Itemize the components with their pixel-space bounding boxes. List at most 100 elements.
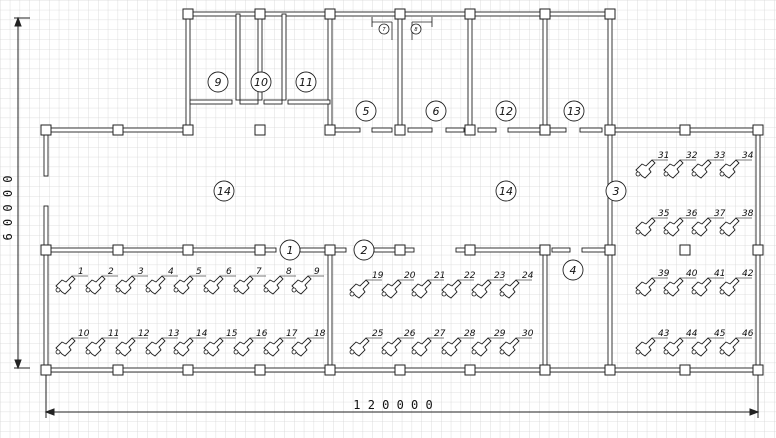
workstation-icon xyxy=(691,337,712,357)
room-marker xyxy=(563,100,585,122)
wall xyxy=(542,249,548,371)
column xyxy=(394,124,406,136)
workstation-label: 34 xyxy=(742,151,754,161)
dimension-lines xyxy=(14,16,760,418)
workstation-label: 26 xyxy=(404,329,416,339)
workstation-label: 46 xyxy=(742,329,754,339)
workstation-label: 22 xyxy=(464,271,476,281)
workstation-icon xyxy=(441,337,462,357)
column xyxy=(464,124,476,136)
wall xyxy=(397,13,403,131)
workstation-icon xyxy=(55,337,76,357)
wall xyxy=(43,129,49,177)
room-marker xyxy=(250,71,272,93)
workstation-icon xyxy=(411,279,432,299)
column xyxy=(464,364,476,376)
workstation-icon xyxy=(55,275,76,295)
wall xyxy=(327,13,333,131)
workstation-label: 27 xyxy=(434,329,446,339)
room-marker xyxy=(495,100,517,122)
column xyxy=(679,364,691,376)
column xyxy=(539,364,551,376)
room-label: 2 xyxy=(361,244,368,257)
column xyxy=(254,8,266,20)
wall xyxy=(542,13,548,131)
workstation-label: 15 xyxy=(226,329,238,339)
column xyxy=(254,124,266,136)
fixture-7 xyxy=(378,23,390,35)
workstation-icon xyxy=(349,279,370,299)
room-marker xyxy=(207,71,229,93)
workstation-label: 10 xyxy=(78,329,90,339)
column xyxy=(112,124,124,136)
column xyxy=(254,364,266,376)
room-marker xyxy=(355,100,377,122)
wall xyxy=(607,13,613,131)
workstation-label: 4 xyxy=(168,267,174,277)
room-label: 6 xyxy=(433,105,440,118)
column xyxy=(604,8,616,20)
workstation-label: 21 xyxy=(434,271,445,281)
column xyxy=(40,124,52,136)
column xyxy=(679,244,691,256)
column xyxy=(752,124,764,136)
workstation-label: 41 xyxy=(714,269,725,279)
workstation-icon xyxy=(411,337,432,357)
workstation-label: 12 xyxy=(138,329,150,339)
workstation-icon xyxy=(663,277,684,297)
room-label: 12 xyxy=(499,105,513,118)
workstation-icon xyxy=(233,337,254,357)
workstation-label: 17 xyxy=(286,329,298,339)
workstation-icon xyxy=(85,275,106,295)
workstation-icon xyxy=(233,275,254,295)
workstation-icon xyxy=(691,217,712,237)
workstation-icon xyxy=(691,159,712,179)
workstation-label: 23 xyxy=(494,271,506,281)
column xyxy=(394,364,406,376)
workstation-label: 37 xyxy=(714,209,726,219)
wall xyxy=(235,13,241,101)
workstation-icon xyxy=(145,337,166,357)
workstation-label: 43 xyxy=(658,329,670,339)
room-label: 3 xyxy=(613,185,620,198)
fixture-8-label: 8 xyxy=(414,27,417,33)
workstation-label: 29 xyxy=(494,329,506,339)
workstation-label: 18 xyxy=(314,329,326,339)
room-label: 14 xyxy=(499,185,513,198)
width-dimension: 1 2 0 0 0 0 xyxy=(353,398,432,412)
room-label: 4 xyxy=(570,264,577,277)
workstation-icon xyxy=(115,337,136,357)
room-marker xyxy=(425,100,447,122)
wall xyxy=(507,127,541,133)
workstation-icon xyxy=(719,217,740,237)
column xyxy=(112,364,124,376)
room-label: 11 xyxy=(299,76,313,89)
workstation-label: 40 xyxy=(686,269,698,279)
column xyxy=(539,244,551,256)
height-dimension: 6 0 0 0 0 xyxy=(1,175,15,240)
room-marker xyxy=(279,239,301,261)
wall xyxy=(579,127,603,133)
column xyxy=(604,124,616,136)
workstation-label: 33 xyxy=(714,151,726,161)
workstation-icon xyxy=(173,337,194,357)
column xyxy=(324,8,336,20)
column xyxy=(182,244,194,256)
wall xyxy=(43,205,49,371)
wall xyxy=(551,247,571,253)
wall xyxy=(287,99,331,105)
fixture-group xyxy=(371,17,433,40)
workstation-icon xyxy=(85,337,106,357)
workstation-label: 19 xyxy=(372,271,384,281)
workstations xyxy=(55,159,740,357)
workstation-icon xyxy=(663,337,684,357)
room-marker xyxy=(295,71,317,93)
workstation-icon xyxy=(115,275,136,295)
workstation-icon xyxy=(291,337,312,357)
workstation-icon xyxy=(719,277,740,297)
wall xyxy=(189,99,233,105)
